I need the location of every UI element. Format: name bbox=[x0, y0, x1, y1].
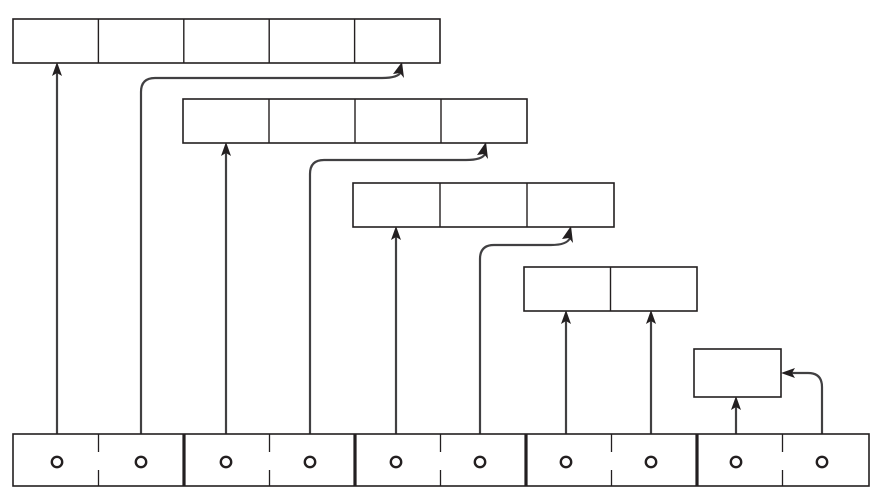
pointer-dot[interactable] bbox=[134, 455, 148, 469]
pointer-layer bbox=[52, 62, 824, 462]
level-3-array[interactable] bbox=[352, 182, 615, 228]
pointer-p2 bbox=[221, 142, 231, 462]
pointer-dot[interactable] bbox=[559, 455, 573, 469]
pointer-dot[interactable] bbox=[815, 455, 829, 469]
level-1-array[interactable] bbox=[12, 18, 441, 64]
level-2-array[interactable] bbox=[182, 98, 528, 144]
pointer-dot[interactable] bbox=[50, 455, 64, 469]
pointer-dot[interactable] bbox=[644, 455, 658, 469]
pointer-dot[interactable] bbox=[303, 455, 317, 469]
pointer-c2 bbox=[308, 142, 488, 462]
pointer-c4 bbox=[781, 368, 824, 462]
level-5-array[interactable] bbox=[693, 348, 782, 398]
pointer-dot[interactable] bbox=[729, 455, 743, 469]
pointer-c1 bbox=[139, 62, 404, 462]
pointer-p3 bbox=[391, 226, 401, 462]
pointer-dot[interactable] bbox=[219, 455, 233, 469]
pointer-c3 bbox=[478, 226, 573, 462]
pointer-dot[interactable] bbox=[389, 455, 403, 469]
base-row[interactable] bbox=[12, 433, 870, 487]
pointer-dot[interactable] bbox=[473, 455, 487, 469]
pointer-p1 bbox=[52, 62, 62, 462]
level-4-array[interactable] bbox=[523, 266, 698, 312]
